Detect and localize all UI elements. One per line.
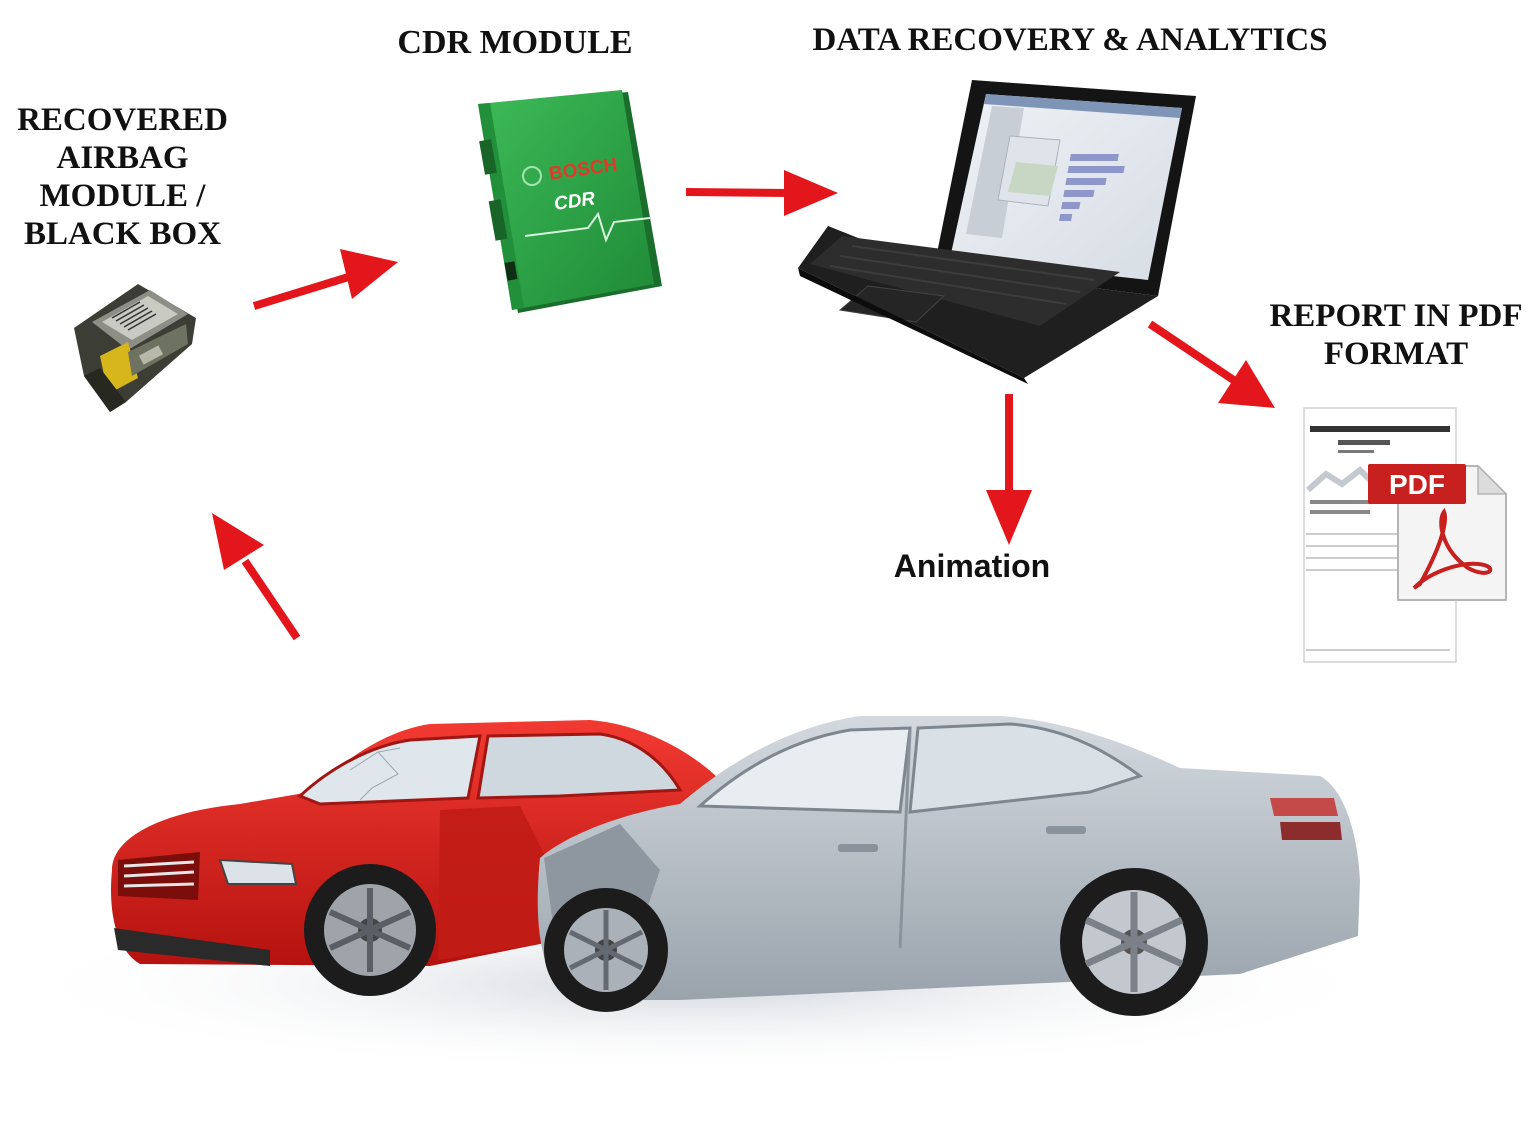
airbag-label-line: RECOVERED [17, 102, 228, 138]
laptop-icon [798, 80, 1196, 384]
flow-arrows [212, 170, 1275, 641]
arrow-airbag-to-cdr [252, 249, 398, 310]
report-label-line: FORMAT [1323, 335, 1469, 372]
arrow-laptop-to-report [1147, 320, 1275, 408]
data-recovery-label: DATA RECOVERY & ANALYTICS [812, 22, 1328, 58]
airbag-label-line: AIRBAG [56, 139, 189, 176]
silver-car [537, 716, 1360, 1016]
animation-label: Animation [893, 548, 1051, 584]
crashed-cars-image [0, 716, 1400, 1075]
report-label: REPORT IN PDF FORMAT [1258, 298, 1534, 374]
arrow-cars-to-airbag [212, 513, 301, 641]
airbag-module-icon [74, 284, 196, 412]
arrow-laptop-to-animation [986, 394, 1032, 545]
airbag-module-label: RECOVERED AIRBAG MODULE / BLACK BOX [0, 102, 245, 254]
arrow-cdr-to-laptop [685, 170, 838, 216]
airbag-label-line: MODULE / [39, 177, 206, 214]
cdr-module-label: CDR MODULE [397, 24, 633, 61]
pdf-badge-text: PDF [1389, 469, 1445, 500]
screen-chart [1059, 154, 1125, 221]
cdr-device-icon: BOSCH CDR [478, 90, 662, 313]
report-label-line: REPORT IN PDF [1269, 298, 1523, 334]
airbag-label-line: BLACK BOX [23, 215, 222, 252]
pdf-report-icon: PDF [1303, 407, 1508, 663]
